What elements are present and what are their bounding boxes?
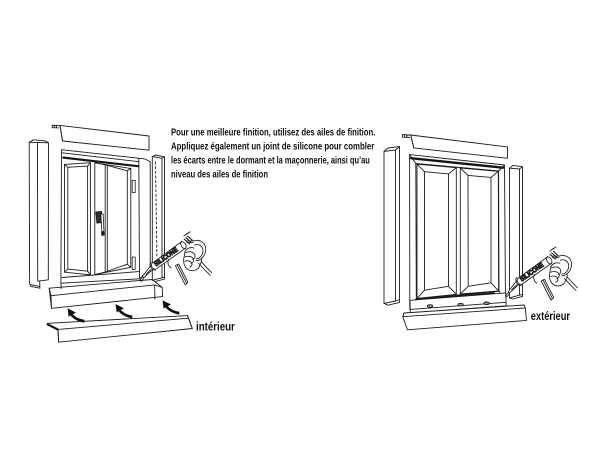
svg-text:les écarts entre le dormant et: les écarts entre le dormant et la maçonn… — [171, 155, 370, 166]
svg-text:intérieur: intérieur — [196, 320, 235, 334]
svg-text:Pour une meilleure finition, u: Pour une meilleure finition, utilisez de… — [171, 127, 376, 138]
svg-text:niveau des ailes de finition: niveau des ailes de finition — [171, 169, 268, 180]
svg-text:extérieur: extérieur — [531, 309, 570, 323]
svg-text:Appliquez également un joint d: Appliquez également un joint de silicone… — [171, 141, 374, 152]
